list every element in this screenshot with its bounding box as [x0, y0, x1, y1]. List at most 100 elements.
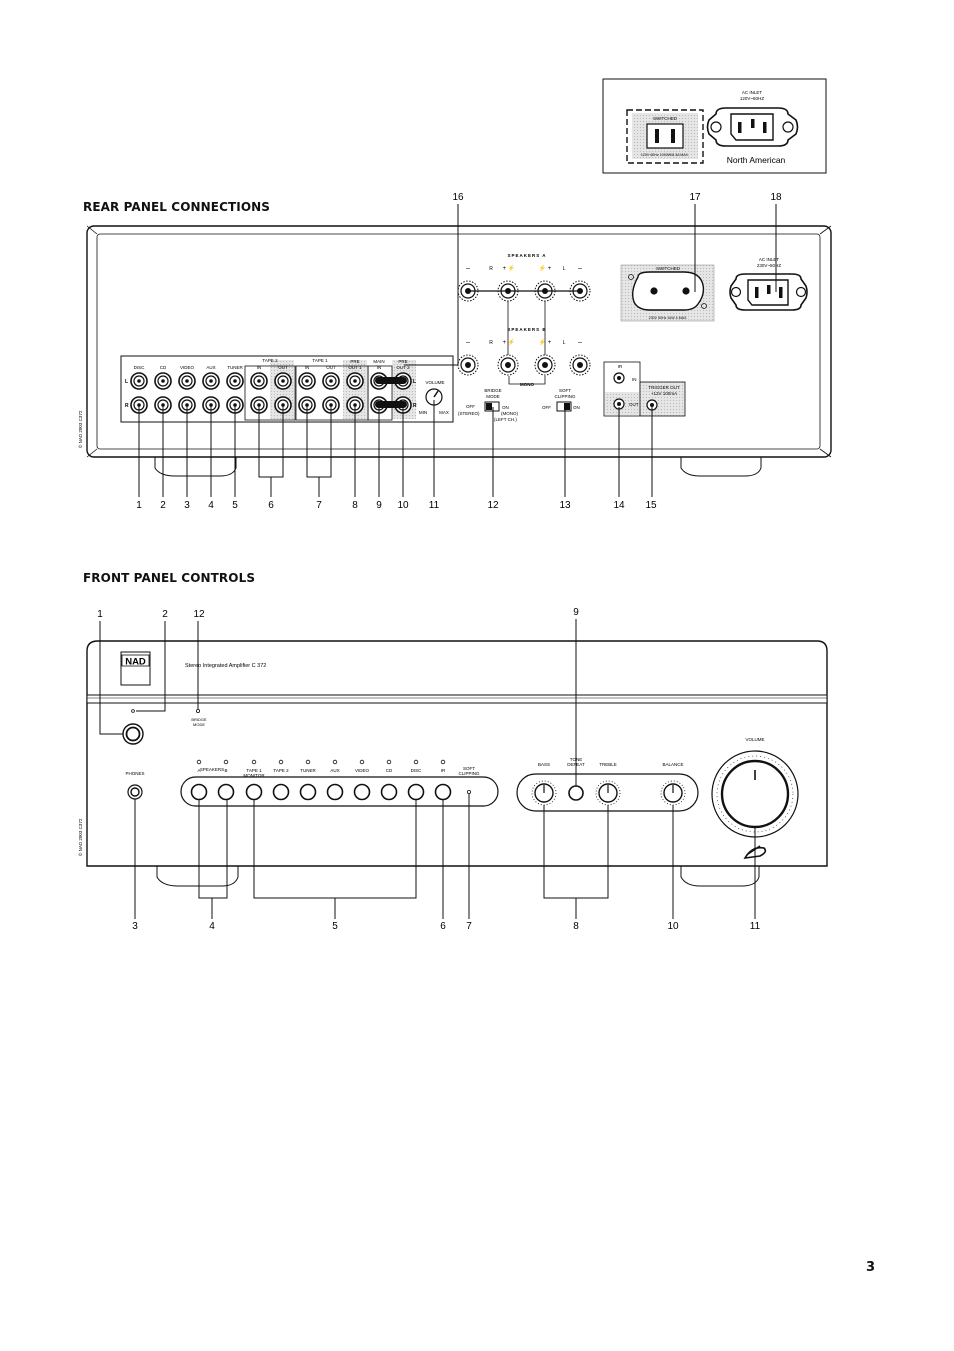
soft-clip-on: ON	[573, 405, 580, 410]
source-button[interactable]	[434, 783, 452, 801]
bridge-mode-a: BRIDGE	[484, 388, 501, 393]
front-callout-number: 10	[667, 921, 679, 932]
speakers-b-label: SPEAKERS B	[507, 327, 546, 332]
treble-knob[interactable]	[595, 780, 621, 806]
rear-right-label-2: R	[413, 403, 417, 409]
rca-jack[interactable]	[226, 372, 244, 390]
rear-switched-label: SWITCHED	[656, 266, 681, 271]
bridge-mode-led	[195, 709, 200, 714]
source-button-label: TUNER	[300, 768, 316, 773]
rear-callout-number: 15	[645, 500, 657, 511]
treble-label: TREBLE	[599, 762, 617, 767]
rear-callout-number: 16	[452, 192, 464, 203]
speaker-binding-post[interactable]	[497, 354, 519, 376]
source-button-label: TAPE 2	[273, 768, 289, 773]
terminal-minus-b2: –	[578, 339, 582, 346]
rear-left-label-2: L	[413, 379, 416, 385]
source-button[interactable]	[299, 783, 317, 801]
terminal-plus-a2: ⚡ +	[539, 264, 552, 272]
ir-in-label: IN	[632, 377, 637, 382]
bass-knob[interactable]	[531, 780, 557, 806]
north-american-inset: SWITCHED 120V 60Hz 1000W/8.3A MAX. AC IN…	[602, 78, 827, 174]
soft-clip-b: CLIPPING	[554, 394, 576, 399]
source-led	[223, 759, 229, 765]
rear-callout-number: 11	[429, 500, 440, 511]
source-button[interactable]	[326, 783, 344, 801]
rear-ac-inlet-1: AC INLET	[759, 257, 780, 262]
source-button[interactable]	[217, 783, 235, 801]
source-button-label: TAPE 1	[246, 768, 262, 773]
page-number: 3	[866, 1260, 876, 1275]
rear-switched-rating: 230V 50Hz 1kW 4 MAX.	[649, 316, 688, 320]
rear-callout-number: 10	[397, 500, 409, 511]
front-callout-number: 7	[466, 921, 472, 932]
rca-jack[interactable]	[202, 396, 220, 414]
terminal-plus-b1: + ⚡	[503, 338, 516, 346]
bridge-stereo: (STEREO)	[458, 411, 480, 416]
speakers-front-label: SPEAKERS	[200, 767, 224, 772]
rear-tape2-out: OUT	[278, 365, 288, 370]
rear-main-in-a: MAIN	[373, 359, 384, 364]
rear-jack-label: TUNER	[227, 365, 243, 370]
rear-callout-number: 8	[352, 500, 358, 511]
rca-jack[interactable]	[202, 372, 220, 390]
rca-jack[interactable]	[130, 372, 148, 390]
speaker-binding-post[interactable]	[457, 354, 479, 376]
speaker-terminals	[457, 280, 591, 376]
soft-clipping-front-b: CLIPPING	[458, 771, 480, 776]
source-led	[359, 759, 365, 765]
source-button[interactable]	[380, 783, 398, 801]
source-led	[278, 759, 284, 765]
rca-jack[interactable]	[274, 372, 292, 390]
rca-jack[interactable]	[298, 372, 316, 390]
inset-switched-label: SWITCHED	[653, 116, 678, 121]
rca-jack[interactable]	[346, 372, 364, 390]
source-button[interactable]	[407, 783, 425, 801]
terminal-minus-b1: –	[466, 339, 470, 346]
source-led	[440, 759, 446, 765]
front-callout-number: 9	[573, 607, 579, 618]
rear-jack-label: VIDEO	[180, 365, 195, 370]
rear-tape2-label: TAPE 2	[262, 358, 278, 363]
tone-defeat-button[interactable]	[568, 785, 584, 801]
rear-pre-out1-b: OUT 1	[348, 365, 362, 370]
balance-label: BALANCE	[662, 762, 683, 767]
front-callout-lines	[99, 619, 756, 919]
speaker-binding-post[interactable]	[569, 354, 591, 376]
front-copyright: © NAD 2003 C372	[77, 818, 83, 856]
source-button[interactable]	[245, 783, 263, 801]
ir-label: IR	[618, 364, 623, 369]
source-led	[332, 759, 338, 765]
source-led	[251, 759, 257, 765]
soft-clipping-front-a: SOFT	[463, 766, 475, 771]
front-panel-heading: FRONT PANEL CONTROLS	[83, 571, 256, 585]
rear-ac-inlet-2: 230V~50HZ	[757, 263, 781, 268]
rear-jack-label: AUX	[206, 365, 215, 370]
source-button[interactable]	[272, 783, 290, 801]
source-led	[305, 759, 311, 765]
source-led	[196, 759, 202, 765]
speaker-binding-post[interactable]	[534, 354, 556, 376]
source-button-label: VIDEO	[355, 768, 370, 773]
balance-knob[interactable]	[660, 780, 686, 806]
terminal-r-b: R	[489, 340, 493, 346]
rca-jack[interactable]	[178, 372, 196, 390]
inset-ac-inlet-2: 120V~60HZ	[740, 96, 764, 101]
source-button[interactable]	[190, 783, 208, 801]
nad-logo: NAD	[125, 657, 146, 668]
rca-jack[interactable]	[154, 372, 172, 390]
volume-front-label: VOLUME	[745, 737, 764, 742]
source-led	[386, 759, 392, 765]
rca-jack[interactable]	[322, 372, 340, 390]
rca-jack[interactable]	[250, 372, 268, 390]
source-button[interactable]	[353, 783, 371, 801]
inset-region-label: North American	[727, 155, 786, 165]
rear-volume-min: MIN	[419, 410, 427, 415]
rear-tape1-in: IN	[305, 365, 310, 370]
rear-tape1-out: OUT	[326, 365, 336, 370]
phones-label: PHONES	[125, 771, 144, 776]
rear-callout-number: 18	[770, 192, 782, 203]
